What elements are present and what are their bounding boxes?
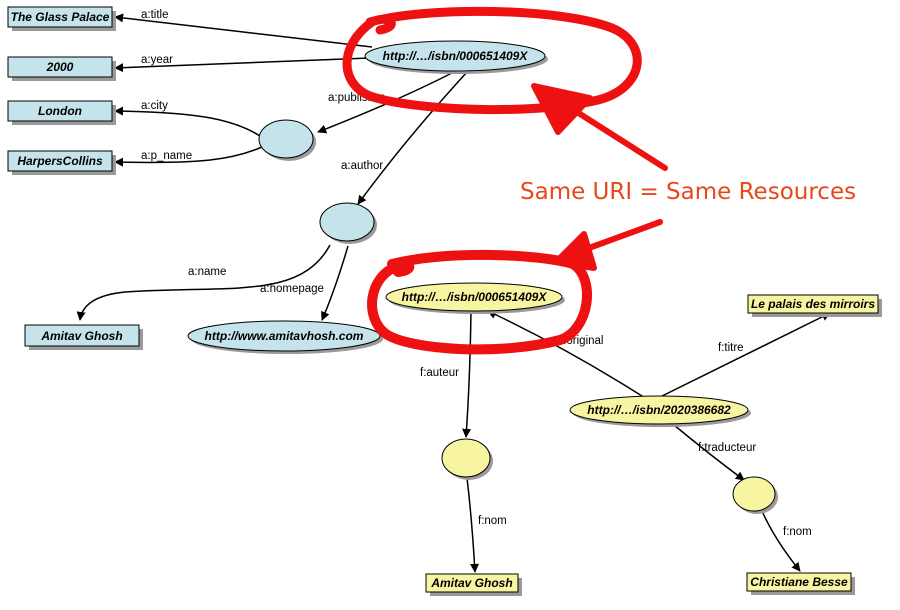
label-p-name: a:p_name — [141, 150, 192, 162]
edge-auteur — [462, 310, 472, 438]
label-year: a:year — [141, 54, 173, 66]
edge-original — [487, 310, 646, 399]
literal-title-text: The Glass Palace — [11, 10, 110, 24]
literal-author-name-text: Amitav Ghosh — [40, 329, 122, 343]
highlight-circle-bottom — [367, 249, 592, 355]
uri-node-homepage: http://www.amitavhosh.com — [187, 320, 383, 354]
uri-node-original-fr: http://…/isbn/000651409X — [385, 282, 565, 314]
highlight-annotations — [342, 6, 668, 355]
literal-titre-text: Le palais des mirroirs — [751, 297, 875, 311]
literal-title: The Glass Palace — [7, 6, 116, 31]
english-edges — [76, 13, 468, 321]
callout-arrow-top-head — [531, 83, 593, 135]
blank-node-publisher — [258, 119, 316, 161]
literal-traducteur-nom-text: Christiane Besse — [750, 575, 848, 589]
literal-year: 2000 — [7, 56, 116, 81]
blank-node-traducteur — [732, 476, 778, 514]
label-nom-auteur: f:nom — [478, 515, 507, 527]
callout-arrow-bottom-head — [553, 231, 597, 271]
label-nom-traducteur: f:nom — [783, 526, 812, 538]
label-homepage: a:homepage — [260, 283, 324, 295]
literal-traducteur-nom: Christiane Besse — [746, 572, 855, 595]
label-name: a:name — [188, 266, 226, 278]
literal-publisher-name-text: HarpersCollins — [17, 154, 103, 168]
label-titre: f:titre — [718, 342, 744, 354]
label-city: a:city — [141, 100, 168, 112]
literal-auteur-nom-text: Amitav Ghosh — [430, 576, 512, 590]
uri-node-original-fr-text: http://…/isbn/000651409X — [402, 290, 548, 304]
blank-node-auteur — [441, 438, 493, 480]
callout-arrow-bottom — [575, 219, 663, 255]
uri-node-book-en: http://…/isbn/000651409X — [364, 40, 548, 74]
literal-year-text: 2000 — [46, 60, 74, 74]
uri-node-translation: http://…/isbn/2020386682 — [569, 395, 751, 427]
edge-traducteur — [667, 419, 745, 481]
english-nodes: The Glass Palace 2000 London HarpersColl… — [7, 6, 548, 354]
edge-city — [114, 106, 261, 137]
uri-node-translation-text: http://…/isbn/2020386682 — [587, 403, 731, 417]
label-author: a:author — [341, 160, 383, 172]
callout-text: Same URI = Same Resources — [520, 179, 856, 205]
label-title: a:title — [141, 9, 169, 21]
edge-nom-traducteur — [761, 510, 801, 572]
uri-node-homepage-text: http://www.amitavhosh.com — [205, 329, 364, 343]
edge-year — [114, 57, 371, 73]
literal-city: London — [7, 100, 116, 125]
edge-name — [76, 244, 331, 321]
french-edges — [462, 310, 831, 573]
edge-author — [357, 71, 468, 205]
edge-title — [114, 13, 373, 48]
edge-nom-auteur — [466, 477, 480, 573]
french-nodes: http://…/isbn/000651409X http://…/isbn/2… — [385, 282, 882, 596]
label-auteur: f:auteur — [420, 367, 459, 379]
blank-node-author — [319, 202, 377, 244]
edge-p-name — [114, 146, 263, 167]
literal-publisher-name: HarpersCollins — [7, 150, 116, 175]
uri-node-book-en-text: http://…/isbn/000651409X — [383, 49, 529, 63]
label-traducteur: f:traducteur — [698, 442, 756, 454]
edge-titre — [657, 312, 831, 399]
literal-city-text: London — [38, 104, 82, 118]
literal-titre: Le palais des mirroirs — [747, 294, 882, 317]
edge-homepage — [321, 245, 349, 321]
literal-author-name: Amitav Ghosh — [24, 324, 143, 350]
literal-auteur-nom: Amitav Ghosh — [425, 573, 522, 596]
french-edge-labels: f:original f:titre f:auteur f:traducteur… — [420, 335, 812, 538]
